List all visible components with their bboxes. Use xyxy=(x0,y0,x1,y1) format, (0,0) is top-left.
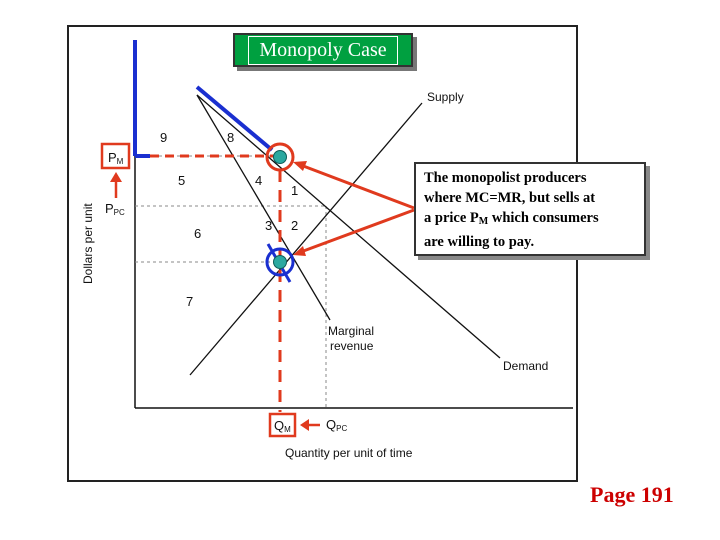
title-banner: Monopoly Case xyxy=(233,33,413,67)
callout-arrowhead-upper xyxy=(293,161,307,171)
area-label-1: 1 xyxy=(291,183,298,198)
area-label-7: 7 xyxy=(186,294,193,309)
demand-curve xyxy=(196,94,501,359)
area-label-3: 3 xyxy=(265,218,272,233)
monopoly-price-circle xyxy=(265,142,295,172)
qm-marker-label: QM xyxy=(274,418,291,434)
pm-marker-label: PM xyxy=(108,150,124,166)
qm-marker-box xyxy=(268,412,297,438)
area-label-8: 8 xyxy=(227,130,234,145)
callout-line-3: a price PM which consumers xyxy=(424,210,599,227)
area-label-5: 5 xyxy=(178,173,185,188)
mr-label-line1: Marginal xyxy=(328,324,374,338)
monopoly-price-point xyxy=(273,150,287,164)
pm-marker-box xyxy=(100,142,131,170)
area-label-4: 4 xyxy=(255,173,262,188)
callout-line-1: The monopolist producers xyxy=(424,170,587,186)
qpc-marker-label: QPC xyxy=(326,417,347,433)
area-label-6: 6 xyxy=(194,226,201,241)
y-axis-label: Dollars per unit xyxy=(81,203,95,284)
page-number: Page 191 xyxy=(590,482,674,507)
callout-arrow-upper xyxy=(297,162,415,210)
qpc-to-qm-arrowhead xyxy=(300,419,309,431)
ppc-to-pm-arrowhead xyxy=(110,172,122,182)
x-axis-label: Quantity per unit of time xyxy=(285,446,413,460)
supply-curve xyxy=(189,102,423,376)
ppc-marker-label: PPC xyxy=(105,201,125,217)
demand-label: Demand xyxy=(503,359,548,373)
mr-equals-mc-circle xyxy=(265,247,295,277)
marginal-revenue-curve xyxy=(196,94,331,321)
blue-demand-segment xyxy=(195,85,274,152)
area-label-9: 9 xyxy=(160,130,167,145)
slide-title: Monopoly Case xyxy=(248,35,398,65)
callout-arrowhead-lower xyxy=(293,246,306,256)
mr-label-line2: revenue xyxy=(330,339,374,353)
supply-label: Supply xyxy=(427,90,464,104)
explanation-callout: The monopolist producers where MC=MR, bu… xyxy=(414,162,646,256)
callout-arrow-lower xyxy=(297,208,415,255)
callout-line-4: are willing to pay. xyxy=(424,234,535,250)
area-label-2: 2 xyxy=(291,218,298,233)
mr-equals-mc-point xyxy=(273,255,287,269)
callout-line-2: where MC=MR, but sells at xyxy=(424,190,596,206)
